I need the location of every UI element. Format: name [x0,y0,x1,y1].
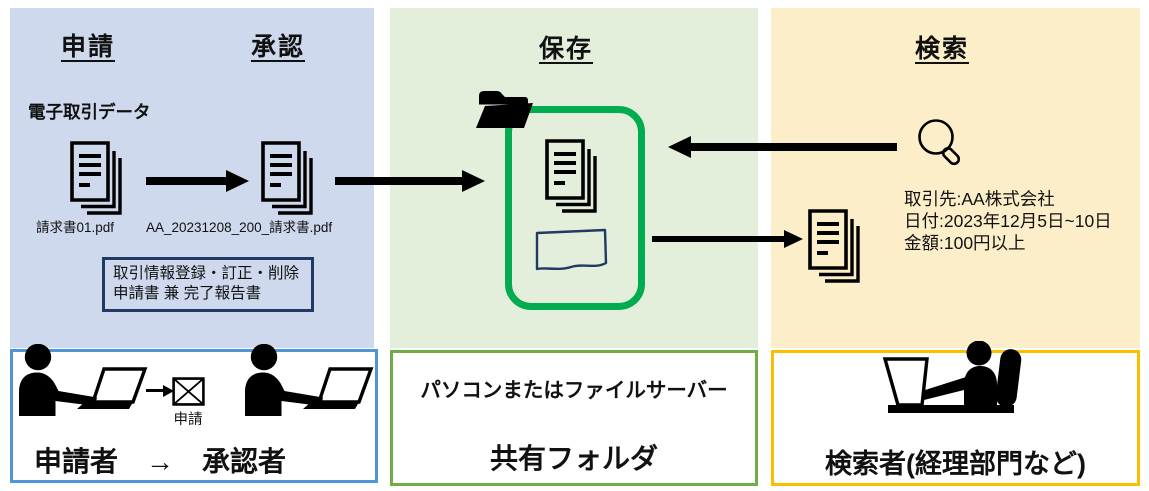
arrow-apply-to-approve [146,177,226,185]
title-apply: 申請 [60,33,115,61]
storage-box [390,350,758,486]
criteria-amount: 金額:100円以上 [904,233,1026,253]
search-panel [771,8,1140,348]
shared-folder-label: 共有フォルダ [489,443,658,474]
search-criteria: 取引先:AA株式会社 日付:2023年12月5日~10日 金額:100円以上 [904,188,1112,254]
arrow-to-mail [146,389,163,392]
mail-envelope-icon [172,377,205,406]
person-at-laptop-icon [19,344,148,416]
wavy-form-icon [533,227,609,275]
document-stack-icon [808,209,863,284]
arrow-approve-to-save [335,177,462,185]
note-line-2: 申請書 兼 完了報告書 [113,284,262,302]
storage-medium-label: パソコンまたはファイルサーバー [420,379,728,402]
title-search: 検索 [914,35,969,63]
person-in-chair-icon [876,341,1022,413]
searcher-label: 検索者(経理部門など) [825,449,1086,479]
arrow-save-to-result [652,236,784,242]
arrow-search-to-save [691,143,897,151]
mail-label: 申請 [173,412,203,428]
document-stack-icon [70,141,125,216]
document-stack-icon [261,141,316,216]
note-line-1: 取引情報登録・訂正・削除 [113,265,300,282]
electronic-data-label: 電子取引データ [28,102,151,122]
folder-icon [476,91,533,128]
filename-before: 請求書01.pdf [35,220,115,235]
document-stack-icon [545,139,600,214]
criteria-date: 日付:2023年12月5日~10日 [904,211,1112,231]
searcher-box [771,350,1140,486]
search-icon [914,117,968,171]
title-save: 保存 [538,35,593,63]
criteria-partner: 取引先:AA株式会社 [904,189,1055,209]
applicant-approver-label: 申請者 → 承認者 [33,446,286,477]
applicant-approver-box [10,349,378,483]
filename-after: AA_20231208_200_請求書.pdf [146,220,333,235]
request-report-note: 取引情報登録・訂正・削除 申請書 兼 完了報告書 [102,257,314,312]
title-approve: 承認 [250,33,305,61]
shared-folder-outline [505,106,645,310]
person-at-laptop-icon [245,344,374,416]
